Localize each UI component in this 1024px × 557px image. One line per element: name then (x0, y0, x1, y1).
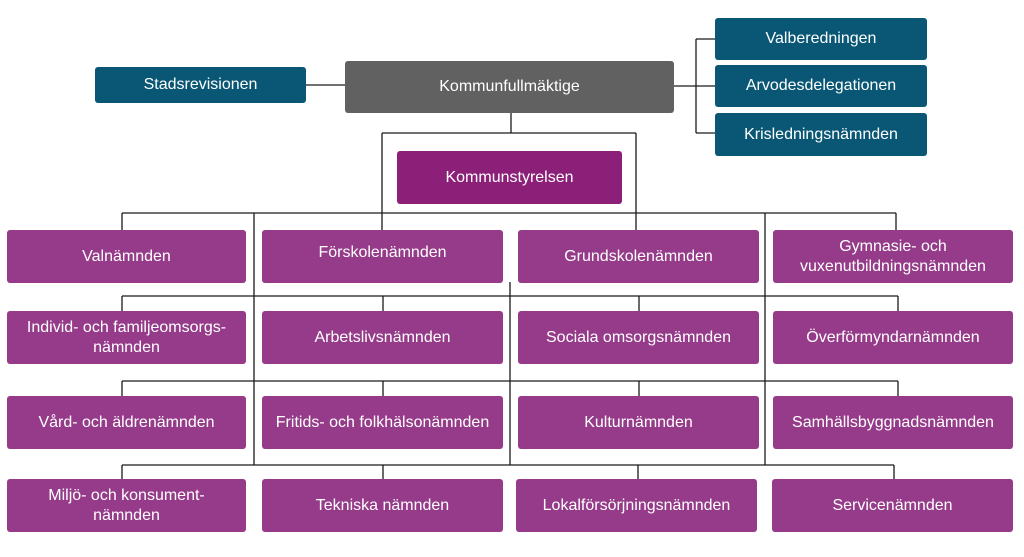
board-arbetslivsnamnden-box: Arbetslivsnämnden (262, 311, 503, 364)
board-servicenamnden-box: Servicenämnden (772, 479, 1013, 532)
kommunstyrelsen-box: Kommunstyrelsen (397, 151, 622, 204)
board-grundskolenamnden-box: Grundskolenämnden (518, 230, 759, 283)
stadsrevisionen-box: Stadsrevisionen (95, 67, 306, 103)
committee-krisledningsnamnden-box: Krisledningsnämnden (715, 113, 927, 156)
board-kulturnamnden-box: Kulturnämnden (518, 396, 759, 449)
committee-valberedningen-box: Valberedningen (715, 18, 927, 60)
committee-arvodesdelegationen-box: Arvodesdelegationen (715, 65, 927, 107)
board-tekniska-namnden-box: Tekniska nämnden (262, 479, 503, 532)
board-forskolenamnden-box: Förskolenämnden (262, 230, 503, 283)
board-vard-aldrenamnden-box: Vård- och äldrenämnden (7, 396, 246, 449)
board-miljo-konsumentnamnden-box: Miljö- och konsument- nämnden (7, 479, 246, 532)
kommunfullmaktige-box: Kommunfullmäktige (345, 61, 674, 113)
board-samhallsbyggnadsnamnden-box: Samhällsbyggnadsnämnden (773, 396, 1013, 449)
board-valnamnden-box: Valnämnden (7, 230, 246, 283)
board-sociala-omsorgsnamnden-box: Sociala omsorgsnämnden (518, 311, 759, 364)
board-gymnasie-vuxenutbildningsnamnden-box: Gymnasie- och vuxenutbildningsnämnden (773, 230, 1013, 283)
board-fritids-folkhalsonamnden-box: Fritids- och folkhälsonämnden (262, 396, 503, 449)
board-overformyndarnamnden-box: Överförmyndarnämnden (773, 311, 1013, 364)
board-individ-familjeomsorgsnamnden-box: Individ- och familjeomsorgs- nämnden (7, 311, 246, 364)
board-lokalforsorjningsnamnden-box: Lokalförsörjningsnämnden (516, 479, 757, 532)
